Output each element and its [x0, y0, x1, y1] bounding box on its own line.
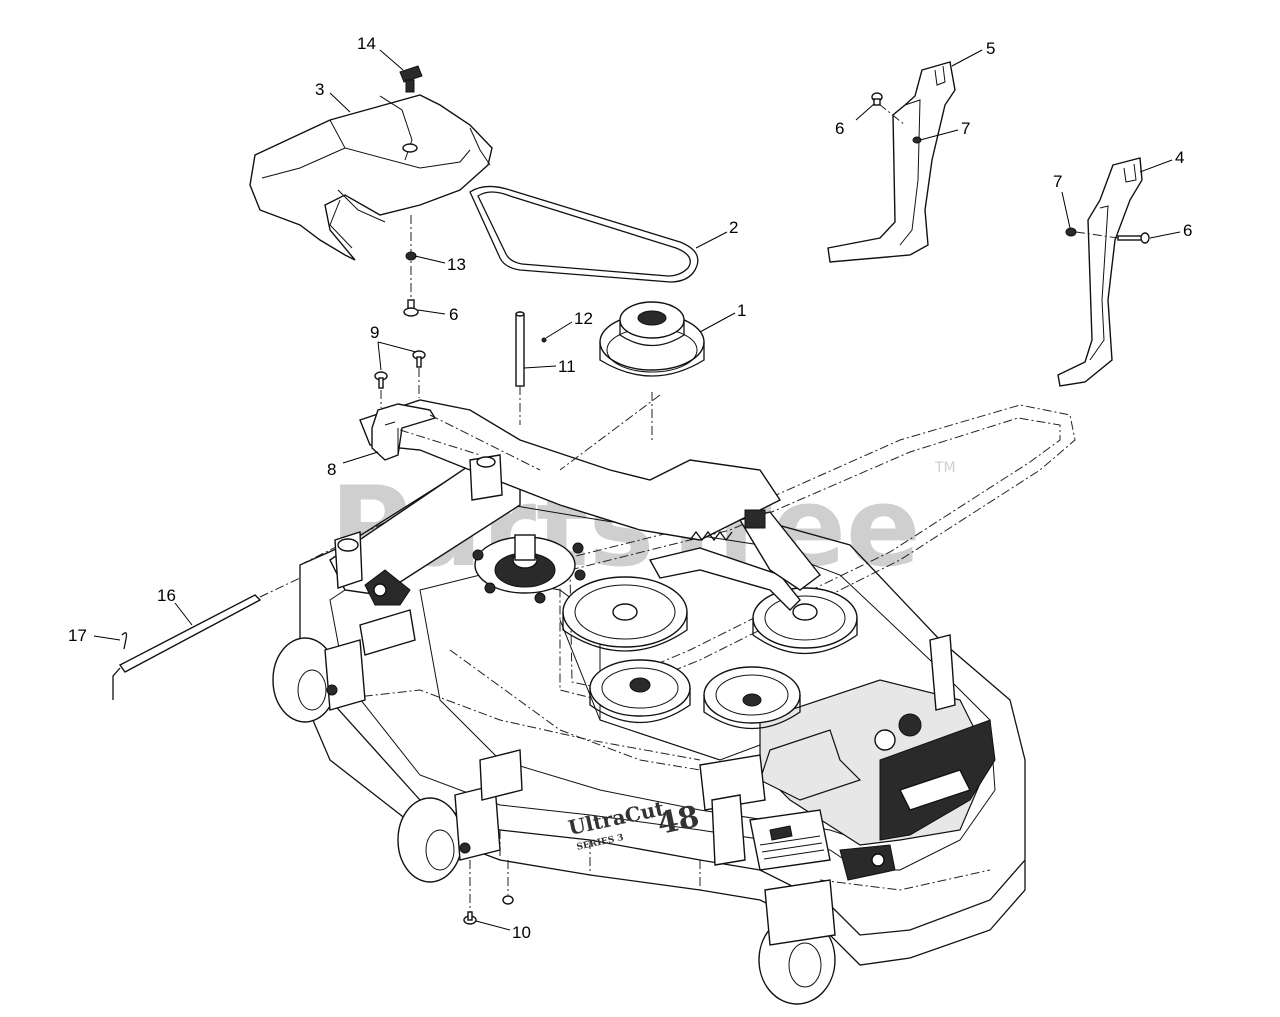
wheel-bolts [463, 860, 514, 925]
callout-1: 1 [737, 301, 746, 320]
callout-4: 4 [1175, 148, 1184, 167]
callout-6-upper: 6 [835, 119, 844, 138]
callout-11: 11 [558, 357, 576, 376]
bracket-left [827, 61, 956, 263]
callout-6-right: 6 [1183, 221, 1192, 240]
callout-2: 2 [729, 218, 738, 237]
callout-9: 9 [370, 323, 379, 342]
callout-6-center: 6 [449, 305, 458, 324]
bracket-right [1057, 157, 1150, 387]
knob [399, 65, 423, 93]
callouts: 14 3 2 13 6 12 1 11 9 8 5 6 [68, 34, 1192, 942]
caster-wheels [272, 609, 836, 1005]
idler-bracket [371, 350, 661, 471]
belt-cover [249, 94, 493, 261]
callout-8: 8 [327, 460, 336, 479]
rod [112, 577, 301, 700]
callout-16: 16 [157, 586, 176, 605]
spindle-pulley [599, 301, 705, 440]
callout-12: 12 [574, 309, 593, 328]
callout-10: 10 [512, 923, 531, 942]
callout-13: 13 [447, 255, 466, 274]
deck-decal-size: 48 [654, 799, 702, 842]
belt [469, 185, 699, 283]
deck-pulleys [472, 509, 858, 730]
callout-7-right: 7 [1053, 172, 1062, 191]
callout-17: 17 [68, 626, 87, 645]
watermark-trademark: TM [934, 460, 956, 476]
pin [515, 311, 547, 425]
callout-5: 5 [986, 39, 995, 58]
deck-decal: UltraCut SERIES 3 48 [566, 796, 702, 853]
center-hardware [403, 215, 419, 317]
callout-7-upper: 7 [961, 119, 970, 138]
callout-14: 14 [357, 34, 376, 53]
callout-3: 3 [315, 80, 324, 99]
